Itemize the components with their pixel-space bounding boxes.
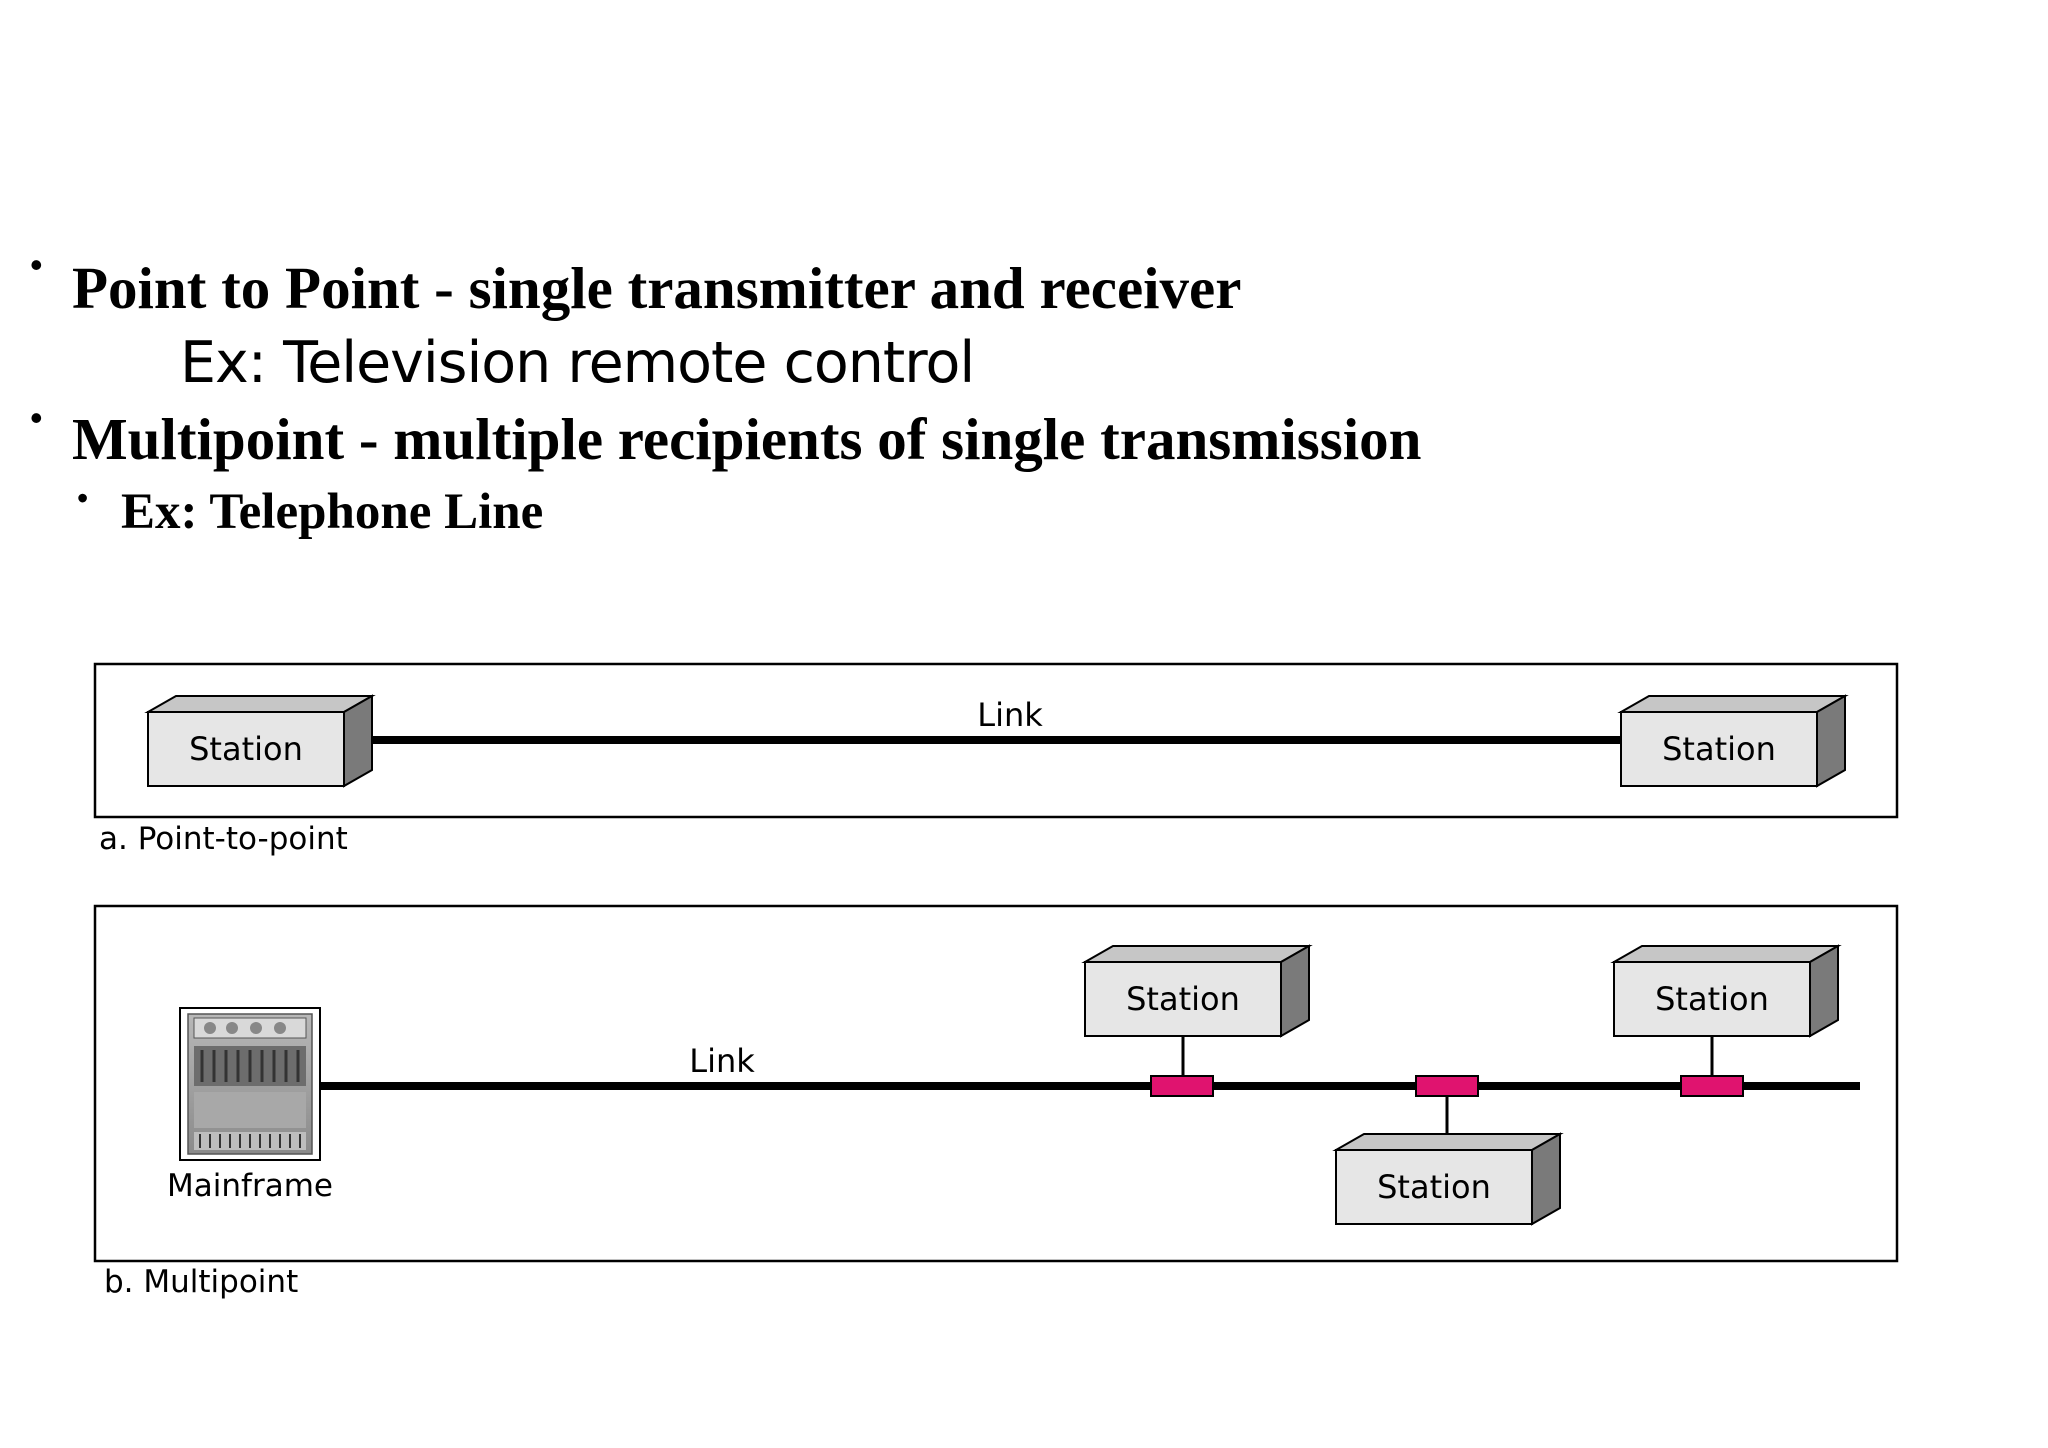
mainframe-label: Mainframe: [167, 1168, 333, 1204]
diagram-caption: b. Multipoint: [104, 1264, 298, 1300]
diagram-frame: [93, 662, 1899, 819]
station-box: Station: [1081, 944, 1313, 1038]
station-box: Station: [1610, 944, 1842, 1038]
sub-bullet-marker: •: [77, 480, 89, 516]
mainframe-icon: [179, 1007, 321, 1161]
multipoint-example: Ex: Telephone Line: [121, 484, 544, 540]
tap-connector: [1680, 1075, 1744, 1097]
station-label: Station: [189, 730, 303, 768]
diagram-frame: [93, 904, 1899, 1263]
bullet-marker: •: [30, 244, 43, 285]
bullet-marker: •: [30, 397, 43, 438]
station-box: Station: [144, 694, 376, 788]
diagram-caption: a. Point-to-point: [99, 821, 348, 857]
tap-connector: [1150, 1075, 1214, 1097]
multipoint-diagram: Mainframe Link Station Station: [93, 904, 1899, 1300]
station-box: Station: [1332, 1132, 1564, 1226]
station-label: Station: [1377, 1168, 1491, 1206]
station-label: Station: [1655, 980, 1769, 1018]
station-label: Station: [1126, 980, 1240, 1018]
link-label: Link: [689, 1042, 755, 1080]
tap-connector: [1415, 1075, 1479, 1097]
station-box: Station: [1617, 694, 1849, 788]
link-label: Link: [977, 696, 1043, 734]
point-to-point-example: Ex: Television remote control: [180, 330, 975, 396]
station-label: Station: [1662, 730, 1776, 768]
bullet-point-to-point: Point to Point - single transmitter and …: [72, 255, 1242, 321]
point-to-point-diagram: Link Station Station a. Point-to-point: [93, 662, 1899, 857]
bullet-multipoint: Multipoint - multiple recipients of sing…: [72, 406, 1422, 472]
